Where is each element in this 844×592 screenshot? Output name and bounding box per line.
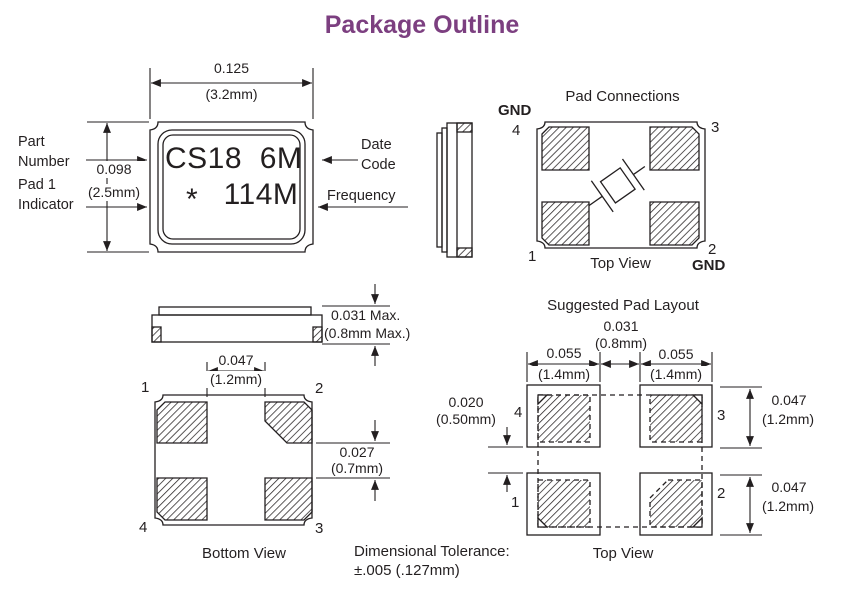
dim-row-gap-in: 0.027 [339, 444, 375, 460]
pad1-indicator-label: Pad 1 Indicator [18, 177, 74, 213]
dim-width-in: 0.125 [213, 60, 250, 76]
pad-connections-title: Pad Connections [565, 88, 680, 105]
dim-center-gap-mm: (0.8mm) [594, 335, 648, 351]
pad-layout-title: Suggested Pad Layout [547, 297, 699, 314]
pin3-label: 3 [711, 119, 720, 136]
dim-pad-width-right-mm: (1.4mm) [642, 366, 710, 383]
suggested-pad-layout [526, 384, 713, 536]
chip-marking-line1: CS18 6M [165, 142, 303, 175]
bottom-pin2-label: 2 [315, 380, 324, 397]
pin4-label: 4 [512, 122, 521, 139]
gnd-label-top: GND [498, 102, 532, 119]
pad-connections-caption: Top View [590, 255, 651, 272]
dim-pad-width-left-in: 0.055 [546, 345, 582, 361]
dim-pad-height-top-in: 0.047 [771, 392, 807, 408]
bottom-pin3-label: 3 [315, 520, 324, 537]
chip-marking-frequency: 114M [223, 178, 299, 211]
dim-edge-offset-in: 0.020 [448, 394, 484, 410]
side-view-horizontal [151, 306, 323, 343]
dim-edge-offset-mm: (0.50mm) [436, 411, 496, 427]
bottom-view [154, 394, 313, 526]
pad-layout-caption: Top View [592, 545, 654, 562]
dim-pad-height-top-mm: (1.2mm) [761, 411, 815, 427]
dim-pad-width-left-mm: (1.4mm) [530, 366, 598, 383]
bottom-pin4-label: 4 [139, 519, 148, 536]
dim-row-gap-mm: (0.7mm) [330, 460, 384, 476]
dim-height-mm: (2.5mm) [79, 184, 149, 201]
bottom-pin1-label: 1 [141, 379, 150, 396]
dim-pad-width-right-in: 0.055 [658, 346, 694, 362]
chip-top-marking-view [149, 121, 314, 253]
dim-thickness-in: 0.031 Max. [331, 307, 401, 323]
page-title: Package Outline [324, 11, 520, 39]
dim-center-gap-in: 0.031 [603, 318, 639, 334]
dim-thickness-mm: (0.8mm Max.) [324, 325, 411, 341]
dim-pad-gap-in: 0.047 [218, 352, 254, 368]
chip-marking-star: * [186, 183, 199, 216]
dim-height-in: 0.098 [82, 161, 146, 178]
layout-pin4-label: 4 [514, 404, 523, 421]
tolerance-note: Dimensional Tolerance: ±.005 (.127mm) [354, 543, 510, 579]
dim-width-mm: (3.2mm) [205, 86, 258, 102]
pin2-label: 2 [708, 241, 717, 258]
date-code-label: Date Code [361, 137, 396, 173]
pad-layout-dimension-lines [488, 352, 762, 536]
layout-pin1-label: 1 [511, 494, 520, 511]
bottom-view-caption: Bottom View [202, 545, 286, 562]
pad-connections-view [536, 121, 706, 249]
crystal-symbol [588, 158, 646, 213]
marking-view-dimension-lines [86, 68, 408, 253]
dim-pad-height-bottom-in: 0.047 [771, 479, 807, 495]
pin1-label: 1 [528, 248, 537, 265]
layout-pin2-label: 2 [717, 485, 726, 502]
gnd-label-bottom: GND [692, 257, 726, 274]
part-number-label: Part Number [18, 134, 70, 170]
dim-pad-height-bottom-mm: (1.2mm) [761, 498, 815, 514]
dim-pad-gap-mm: (1.2mm) [201, 371, 271, 388]
frequency-label: Frequency [327, 188, 396, 204]
layout-pin3-label: 3 [717, 407, 726, 424]
side-view-vertical [436, 122, 473, 258]
height-dimension-lines [322, 284, 390, 366]
